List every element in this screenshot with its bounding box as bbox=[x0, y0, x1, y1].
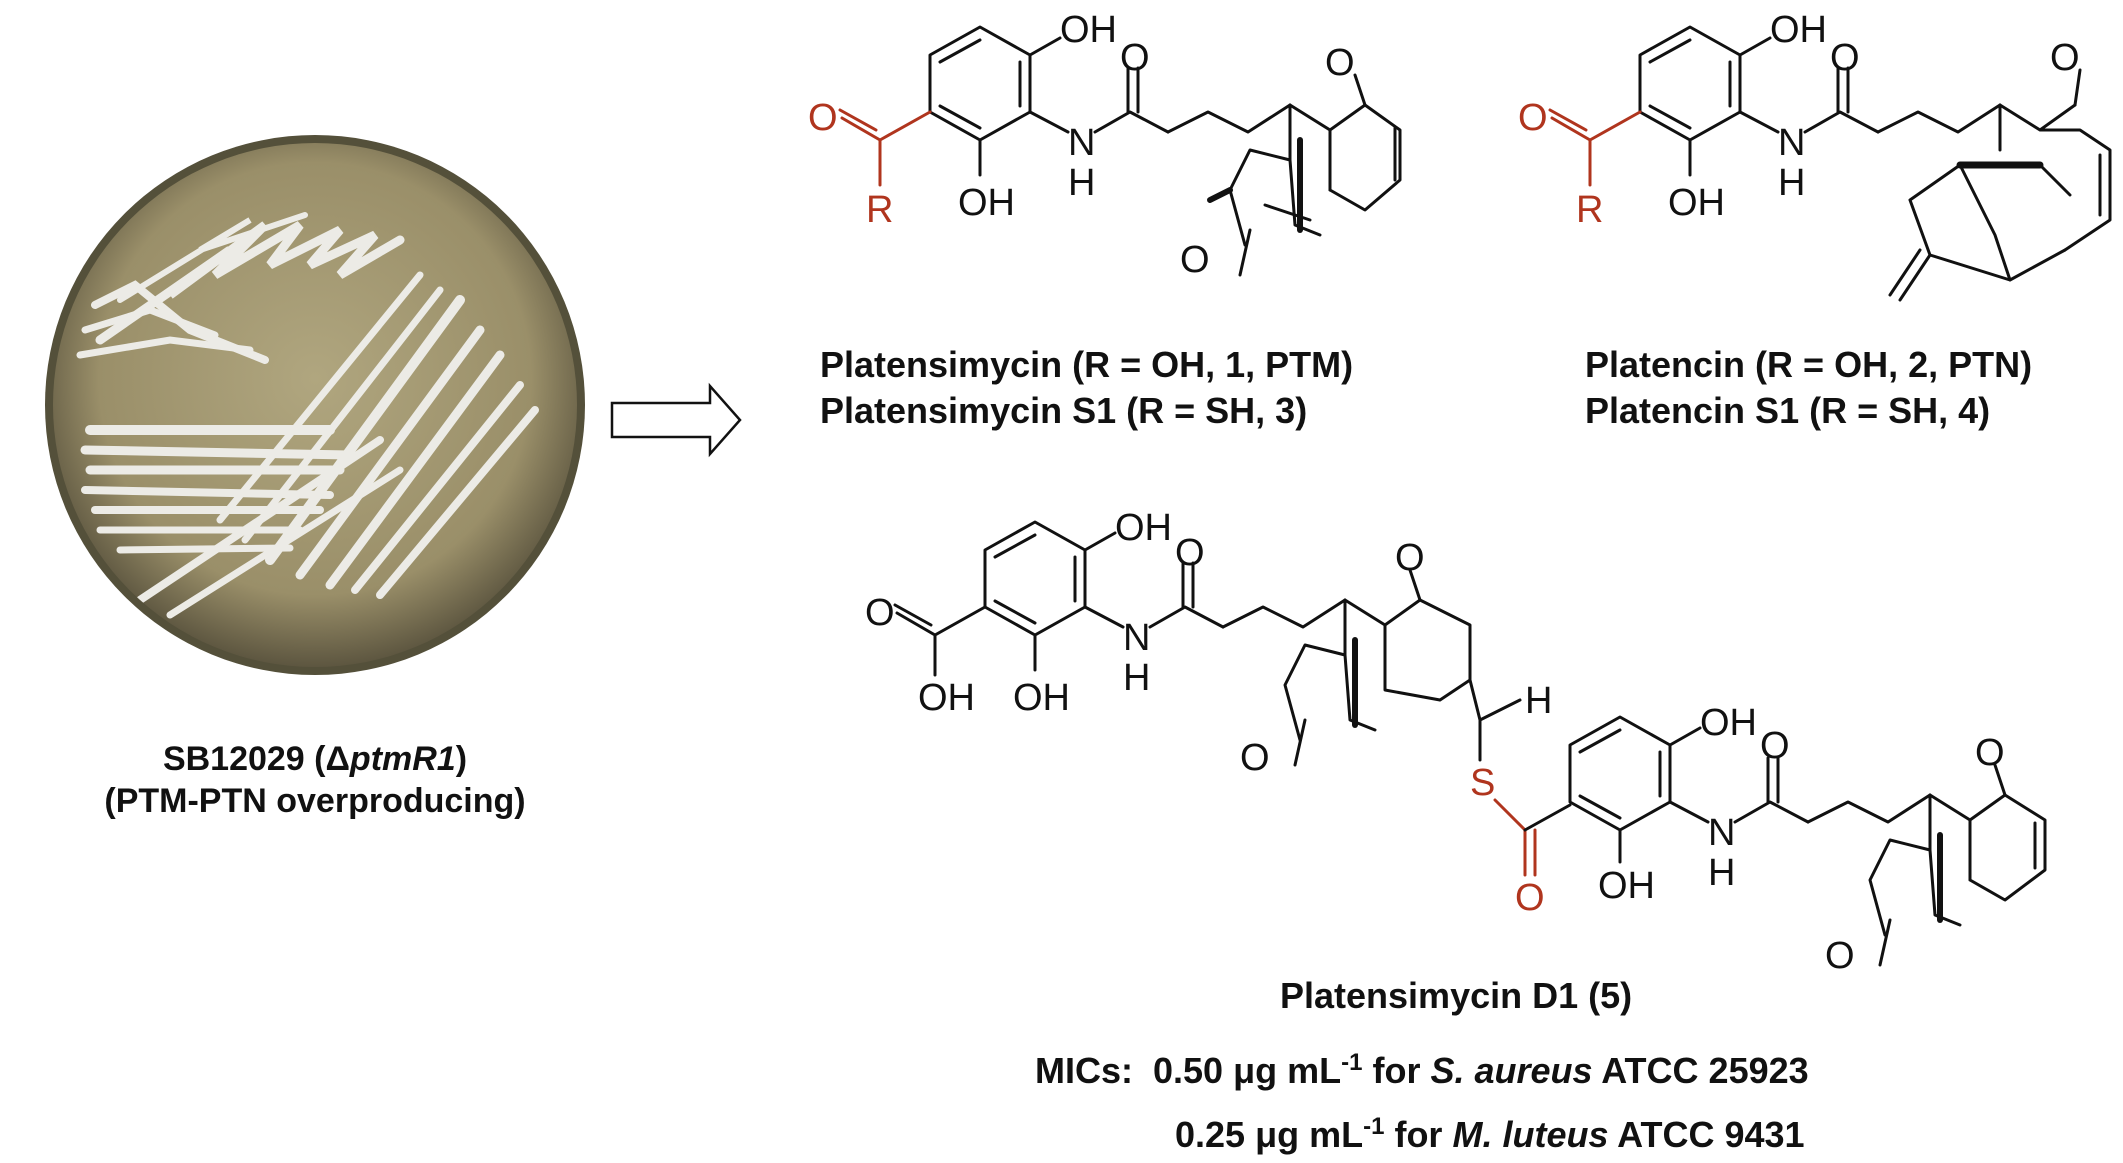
r-label: R bbox=[866, 189, 893, 231]
petri-plate bbox=[45, 135, 585, 675]
o-label: O bbox=[1518, 97, 1548, 139]
o-label: O bbox=[808, 97, 838, 139]
o-label: O bbox=[2050, 37, 2080, 79]
amide-n-label: N bbox=[1708, 812, 1735, 854]
mic-line-2: 0.25 μg mL-1 for M. luteus ATCC 9431 bbox=[1175, 1113, 1805, 1155]
s-label: S bbox=[1470, 762, 1495, 804]
strain-label: SB12029 (ΔptmR1) (PTM-PTN overproducing) bbox=[95, 738, 535, 822]
o-label: O bbox=[865, 592, 895, 634]
amide-n-label: N bbox=[1123, 617, 1150, 659]
strain-description: (PTM-PTN overproducing) bbox=[104, 782, 526, 820]
amide-n-label: N bbox=[1778, 122, 1805, 164]
amide-n-label: N bbox=[1068, 122, 1095, 164]
platencin-structure bbox=[1548, 25, 2112, 302]
amide-h-label: H bbox=[1708, 852, 1735, 894]
r-label: R bbox=[1576, 189, 1603, 231]
oh-label: OH bbox=[918, 677, 975, 719]
o-label: O bbox=[1325, 42, 1355, 84]
mic-block: MICs: 0.50 μg mL-1 for S. aureus ATCC 25… bbox=[1035, 1035, 1809, 1163]
mic-line-1: MICs: 0.50 μg mL-1 for S. aureus ATCC 25… bbox=[1035, 1049, 1809, 1091]
platensimycin-name: Platensimycin (R = OH, 1, PTM) bbox=[820, 344, 1354, 385]
amide-h-label: H bbox=[1778, 162, 1805, 204]
oh-label: OH bbox=[1060, 9, 1117, 51]
oh-label: OH bbox=[1115, 507, 1172, 549]
o-label: O bbox=[1760, 725, 1790, 767]
platencin-s1-name: Platencin S1 (R = SH, 4) bbox=[1585, 390, 1991, 431]
oh-label: OH bbox=[1770, 9, 1827, 51]
o-label: O bbox=[1975, 732, 2005, 774]
amide-h-label: H bbox=[1068, 162, 1095, 204]
platensimycin-structure bbox=[838, 25, 1402, 277]
o-label: O bbox=[1825, 935, 1855, 977]
mic-label: MICs: bbox=[1035, 1050, 1133, 1091]
amide-h-label: H bbox=[1123, 657, 1150, 699]
atom-labels: OH OH O R N H O O O OH OH O R N H O O OH… bbox=[808, 9, 2080, 977]
o-label: O bbox=[1120, 37, 1150, 79]
platencin-name: Platencin (R = OH, 2, PTN) bbox=[1585, 344, 2033, 385]
o-label: O bbox=[1830, 37, 1860, 79]
oh-label: OH bbox=[1013, 677, 1070, 719]
oh-label: OH bbox=[1700, 702, 1757, 744]
oh-label: OH bbox=[1598, 865, 1655, 907]
o-label: O bbox=[1515, 877, 1545, 919]
platencin-caption: Platencin (R = OH, 2, PTN) Platencin S1 … bbox=[1585, 342, 2032, 434]
strain-name: SB12029 (ΔptmR1) bbox=[162, 740, 468, 778]
arrow-icon bbox=[610, 382, 742, 458]
platensimycin-d1-caption: Platensimycin D1 (5) bbox=[1280, 975, 1633, 1016]
bacterial-streaks bbox=[76, 212, 539, 619]
o-label: O bbox=[1180, 239, 1210, 281]
platensimycin-d1-structure bbox=[893, 520, 2047, 967]
o-label: O bbox=[1395, 537, 1425, 579]
h-label: H bbox=[1525, 680, 1552, 722]
o-label: O bbox=[1175, 532, 1205, 574]
platensimycin-s1-name: Platensimycin S1 (R = SH, 3) bbox=[820, 390, 1308, 431]
platensimycin-caption: Platensimycin (R = OH, 1, PTM) Platensim… bbox=[820, 342, 1353, 434]
o-label: O bbox=[1240, 737, 1270, 779]
oh-label: OH bbox=[1668, 182, 1725, 224]
oh-label: OH bbox=[958, 182, 1015, 224]
